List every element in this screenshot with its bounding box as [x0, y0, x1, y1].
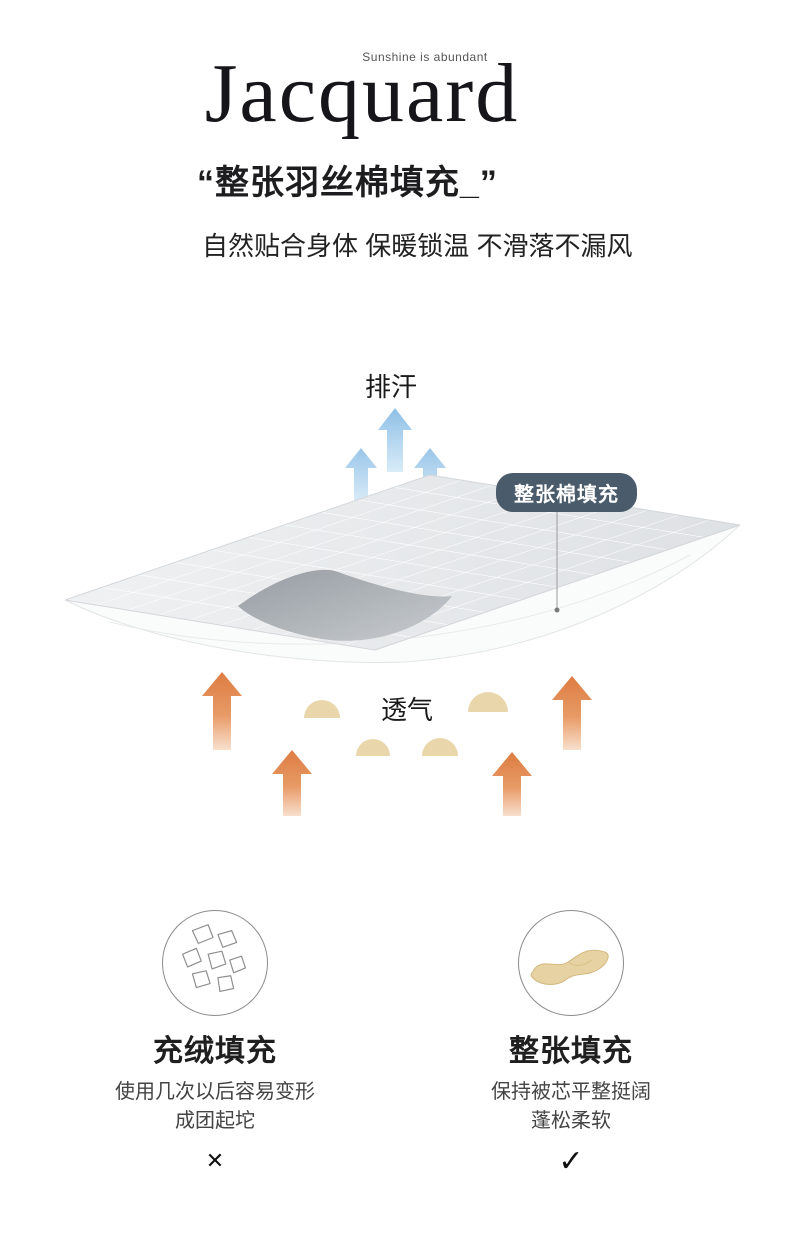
- brand-logo: Jacquard: [204, 47, 520, 140]
- quilt-diagram-illustration: [64, 408, 741, 816]
- comparison-right: 整张填充 保持被芯平整挺阔 蓬松柔软 ✓: [421, 910, 721, 1179]
- whole-sheet-icon: [518, 910, 624, 1016]
- right-title: 整张填充: [509, 1035, 633, 1068]
- left-desc-line1: 使用几次以后容易变形: [115, 1081, 315, 1103]
- cross-mark-icon: ✕: [205, 1148, 225, 1173]
- page-subtitle: 自然贴合身体 保暖锁温 不滑落不漏风: [202, 231, 633, 261]
- fill-type-badge: 整张棉填充: [496, 473, 637, 512]
- left-title: 充绒填充: [153, 1035, 277, 1068]
- badge-leader-line: [554, 506, 560, 613]
- left-desc-line2: 成团起坨: [175, 1110, 255, 1132]
- comparison-left: 充绒填充 使用几次以后容易变形 成团起坨 ✕: [65, 910, 365, 1174]
- breathe-label: 透气: [380, 695, 434, 725]
- page-title: “整张羽丝棉填充_”: [197, 164, 498, 202]
- quilt-illustration: [64, 474, 741, 663]
- right-desc-line1: 保持被芯平整挺阔: [491, 1081, 651, 1103]
- right-description: 保持被芯平整挺阔 蓬松柔软: [491, 1078, 651, 1136]
- check-mark-icon: ✓: [558, 1145, 584, 1178]
- right-desc-line2: 蓬松柔软: [531, 1110, 611, 1132]
- brand-tagline: Sunshine is abundant: [362, 50, 488, 64]
- fluff-pieces-icon: [162, 910, 268, 1016]
- filling-domes-icon: [304, 692, 508, 756]
- breathe-arrows-icon: [202, 672, 592, 816]
- left-description: 使用几次以后容易变形 成团起坨: [115, 1078, 315, 1136]
- sweat-label: 排汗: [364, 372, 418, 402]
